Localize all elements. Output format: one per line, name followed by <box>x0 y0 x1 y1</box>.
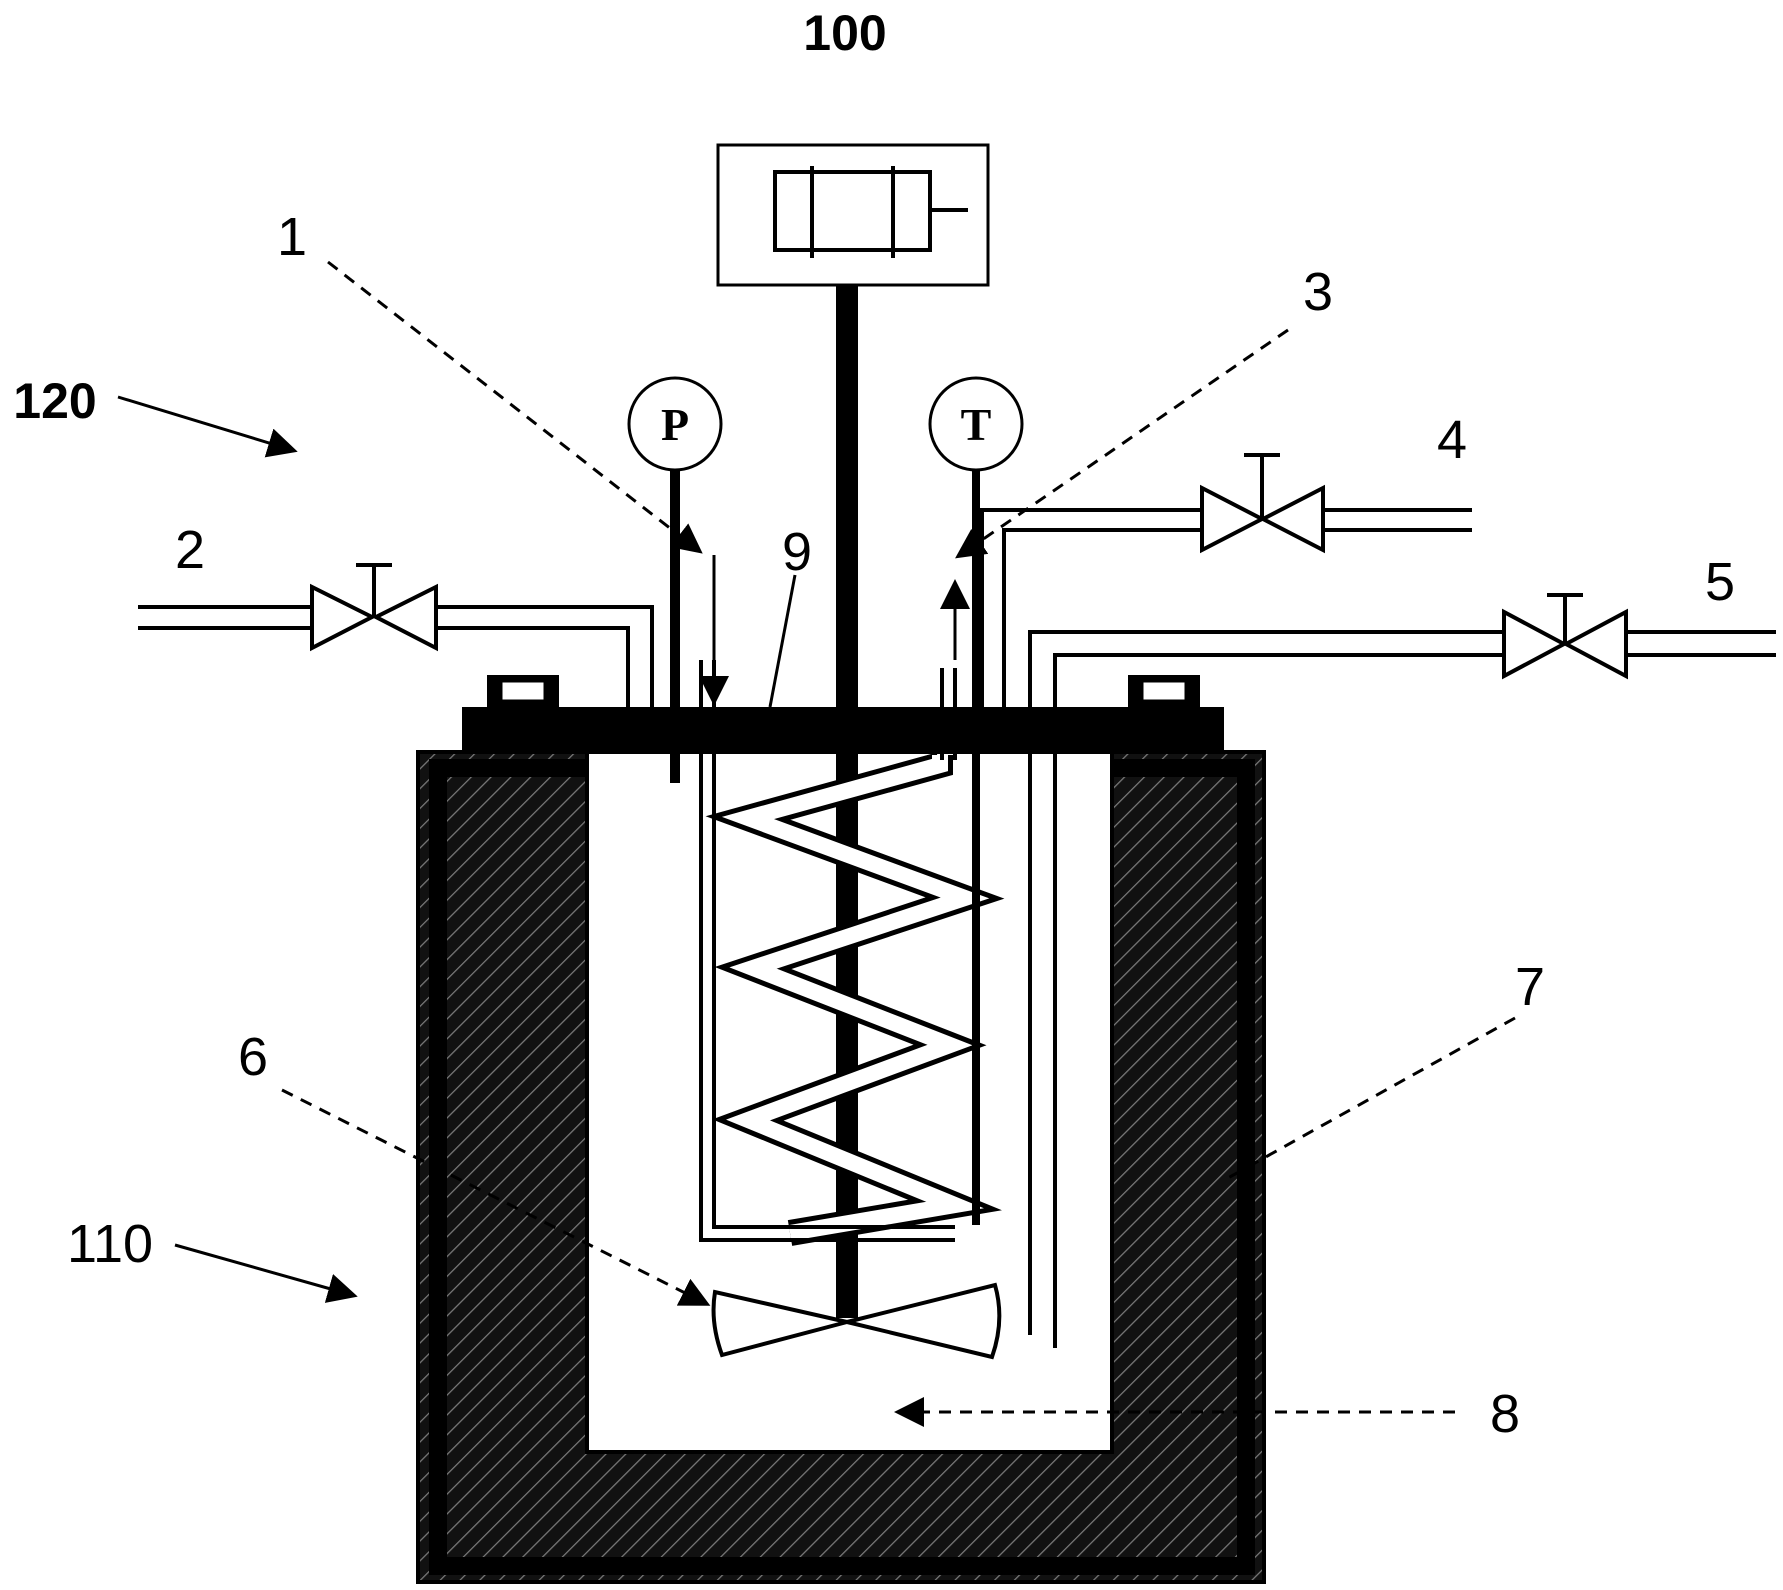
label-gas-outlet: 4 <box>1437 410 1467 470</box>
outlet-tube <box>940 579 970 760</box>
valve-outlet <box>1200 453 1325 554</box>
label-chamber: 8 <box>1490 1384 1520 1444</box>
label-inlet-tube: 1 <box>277 207 307 267</box>
motor-box <box>716 143 990 287</box>
inlet-tube <box>699 555 955 1242</box>
temperature-gauge: T <box>928 376 1024 1225</box>
leader-7 <box>1227 1016 1516 1180</box>
pressure-gauge-label: P <box>661 399 689 450</box>
label-gas-inlet: 2 <box>175 520 205 580</box>
label-outlet-tube: 3 <box>1303 262 1333 322</box>
temperature-gauge-label: T <box>961 399 992 450</box>
label-impeller: 6 <box>238 1027 268 1087</box>
label-sampling-line: 5 <box>1705 552 1735 612</box>
leader-3 <box>955 328 1289 559</box>
leader-1 <box>327 260 703 554</box>
bolt-left <box>487 675 559 709</box>
sampling-line <box>1028 630 1776 1348</box>
leader-120 <box>117 395 298 458</box>
leader-9 <box>768 574 797 708</box>
gas-outlet-line <box>980 508 1472 752</box>
leader-110 <box>174 1243 358 1303</box>
valve-sampling <box>1502 593 1628 680</box>
impeller <box>711 1282 1002 1360</box>
leader-6 <box>281 1088 711 1306</box>
label-jacket: 7 <box>1515 957 1545 1017</box>
gas-inlet-line <box>138 605 654 752</box>
label-vessel: 110 <box>67 1214 153 1274</box>
cooling-coil <box>705 752 1005 1246</box>
label-motor: 100 <box>803 5 886 61</box>
pressure-gauge: P <box>627 376 723 783</box>
bolt-right <box>1128 675 1200 709</box>
label-upper-assembly: 120 <box>13 373 96 429</box>
valve-inlet <box>310 563 438 652</box>
label-lid: 9 <box>782 522 812 582</box>
